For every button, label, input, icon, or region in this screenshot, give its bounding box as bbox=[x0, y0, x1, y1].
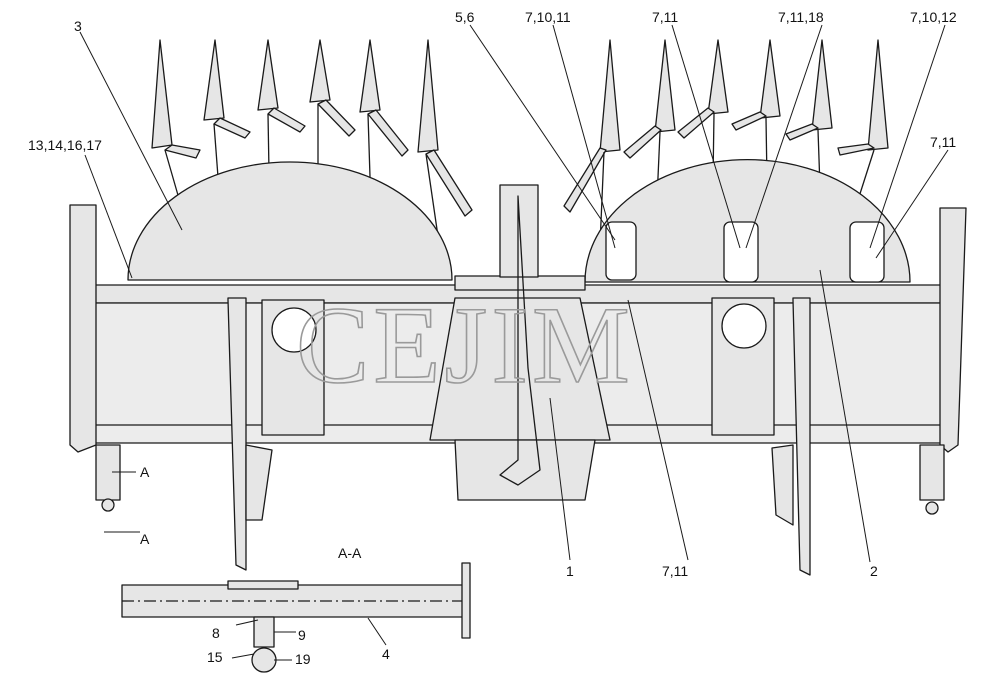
callout-19: 19 bbox=[295, 651, 311, 667]
callout-7-11-18: 7,11,18 bbox=[778, 9, 824, 25]
callout-7-10-12: 7,10,12 bbox=[910, 9, 957, 25]
callout-9: 9 bbox=[298, 627, 306, 643]
callout-4: 4 bbox=[382, 646, 390, 662]
callout-8: 8 bbox=[212, 625, 220, 641]
right-end-plate bbox=[939, 207, 967, 453]
section-marker-top: A bbox=[140, 464, 150, 480]
callout-3: 3 bbox=[74, 18, 82, 34]
callout-7-10-11-top: 7,10,11 bbox=[525, 9, 571, 25]
callout-2: 2 bbox=[870, 563, 878, 579]
drawing-body bbox=[69, 24, 967, 673]
callout-13-14-16-17: 13,14,16,17 bbox=[28, 137, 102, 153]
section-detail bbox=[121, 562, 471, 673]
section-marker-bottom: A bbox=[140, 531, 150, 547]
callout-7-11-top: 7,11 bbox=[652, 9, 678, 25]
callout-7-11-right: 7,11 bbox=[930, 134, 956, 150]
callout-7-11-bottom: 7,11 bbox=[662, 563, 688, 579]
right-roller bbox=[919, 444, 945, 515]
left-end-plate bbox=[69, 204, 97, 453]
right-skid bbox=[792, 297, 811, 576]
right-tines bbox=[563, 39, 889, 246]
callout-labels: 3 13,14,16,17 5,6 7,10,11 7,11 7,11,18 7… bbox=[28, 9, 957, 667]
section-title: A-A bbox=[338, 545, 362, 561]
callout-15: 15 bbox=[207, 649, 223, 665]
callout-5-6: 5,6 bbox=[455, 9, 475, 25]
central-hopper bbox=[429, 297, 611, 441]
watermark: CEJIM bbox=[296, 284, 634, 406]
left-reel-cover bbox=[127, 161, 453, 281]
leader-lines bbox=[79, 24, 949, 661]
callout-1: 1 bbox=[566, 563, 574, 579]
left-roller bbox=[95, 444, 121, 512]
left-skid bbox=[227, 297, 247, 571]
